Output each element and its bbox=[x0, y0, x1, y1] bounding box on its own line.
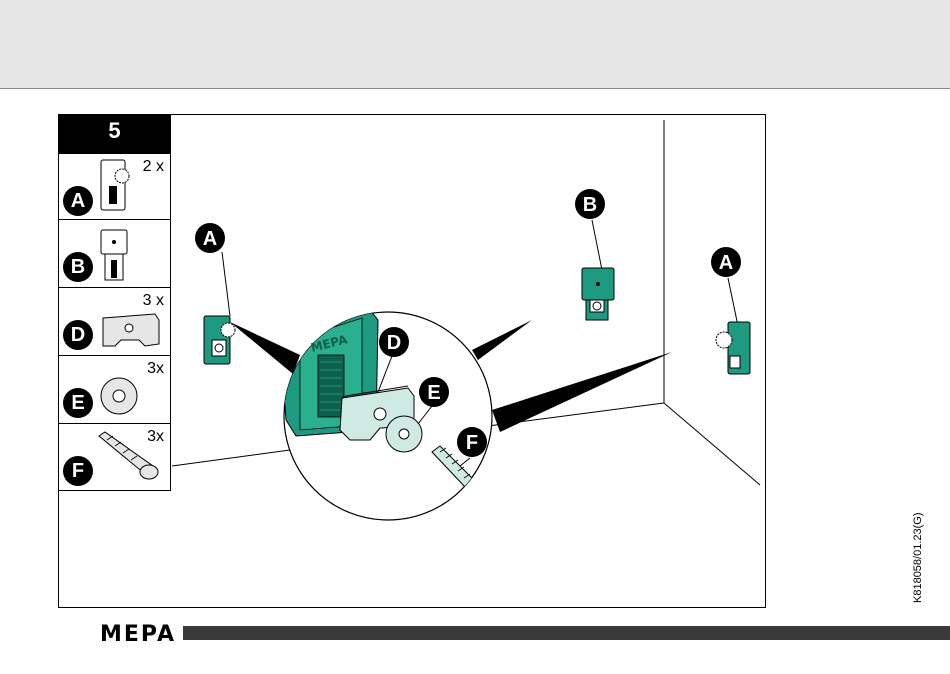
part-b-letter: B bbox=[63, 252, 93, 282]
svg-text:A: A bbox=[203, 228, 217, 250]
part-row-b: B bbox=[58, 220, 171, 288]
part-a-letter: A bbox=[63, 186, 93, 216]
step-number: 5 bbox=[58, 114, 171, 154]
svg-text:D: D bbox=[387, 332, 401, 354]
part-a-quantity: 2 x bbox=[143, 158, 164, 176]
callout-a-right: A bbox=[711, 247, 741, 277]
svg-text:F: F bbox=[466, 432, 478, 454]
callout-d: D bbox=[379, 327, 409, 357]
bracket-a-left bbox=[204, 252, 235, 364]
footer-brand-logo: MEPA bbox=[100, 622, 176, 647]
callout-e: E bbox=[419, 377, 449, 407]
svg-text:A: A bbox=[719, 252, 733, 274]
part-d-letter: D bbox=[63, 320, 93, 350]
part-row-a: 2 x A bbox=[58, 154, 171, 220]
bracket-b-wall bbox=[582, 220, 614, 320]
parts-list: 5 2 x A B 3 x D 3x E bbox=[58, 114, 171, 491]
part-f-letter: F bbox=[63, 456, 93, 486]
part-row-d: 3 x D bbox=[58, 288, 171, 356]
part-row-f: 3x F bbox=[58, 424, 171, 491]
bracket-a-right bbox=[716, 278, 750, 374]
part-row-e: 3x E bbox=[58, 356, 171, 424]
part-e-letter: E bbox=[63, 388, 93, 418]
callout-b: B bbox=[575, 189, 605, 219]
part-f-quantity: 3x bbox=[147, 428, 164, 446]
callout-a-left: A bbox=[195, 223, 225, 253]
part-d-quantity: 3 x bbox=[143, 292, 164, 310]
svg-text:B: B bbox=[583, 194, 597, 216]
footer-bar bbox=[183, 626, 950, 640]
part-e-quantity: 3x bbox=[147, 360, 164, 378]
svg-text:E: E bbox=[427, 382, 440, 404]
document-code: K818058/01.23(G) bbox=[912, 512, 924, 603]
callout-f: F bbox=[457, 427, 487, 457]
